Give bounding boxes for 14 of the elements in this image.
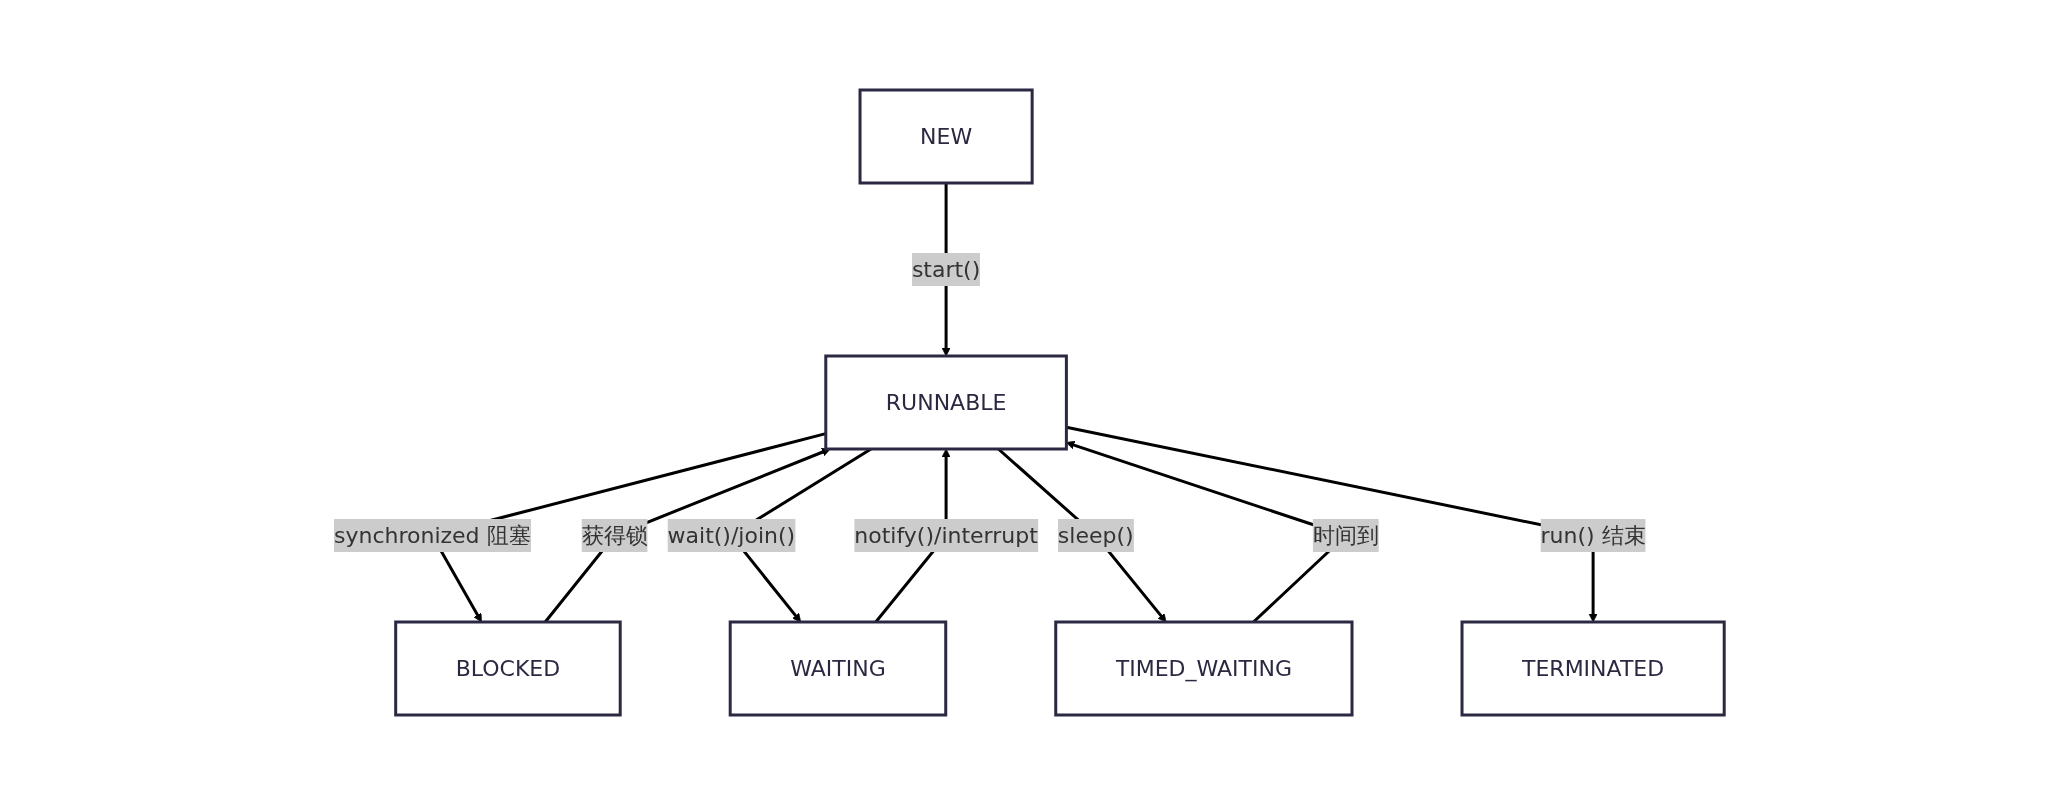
node-box: TIMED_WAITING (1054, 620, 1354, 716)
edge-label: sleep() (1057, 522, 1134, 548)
node-box: RUNNABLE (824, 354, 1068, 450)
edge-label: wait()/join() (667, 522, 796, 548)
edge-label: notify()/interrupt (854, 522, 1038, 548)
node-box: NEW (858, 88, 1034, 184)
node-box: WAITING (728, 620, 948, 716)
edge-label: run() 结束 (1540, 522, 1646, 548)
edge-label: 时间到 (1312, 522, 1379, 548)
node-box: BLOCKED (394, 620, 622, 716)
node-box: TERMINATED (1460, 620, 1726, 716)
edge-label: start() (911, 256, 981, 282)
edge-label: 获得锁 (581, 522, 648, 548)
edge-label: synchronized 阻塞 (333, 522, 531, 548)
